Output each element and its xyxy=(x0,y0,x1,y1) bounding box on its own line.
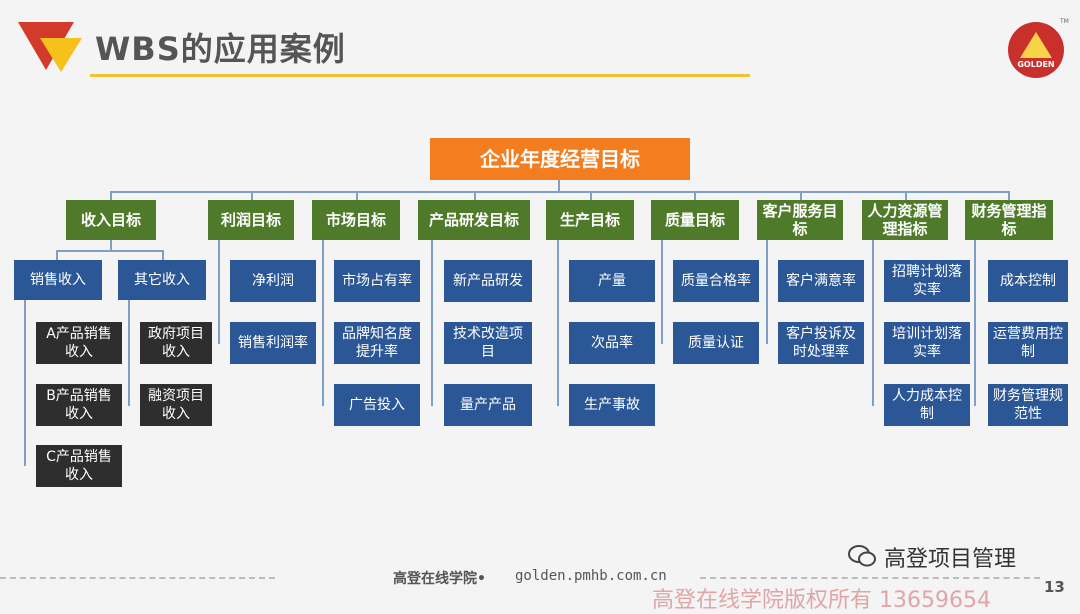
node-production-accidents: 生产事故 xyxy=(569,384,655,426)
page-number: 13 xyxy=(1044,578,1065,596)
trunk xyxy=(974,240,976,406)
cat-drop xyxy=(474,191,476,200)
node-satisfaction: 客户满意率 xyxy=(778,260,864,302)
cat-drop xyxy=(110,191,112,200)
sales-trunk xyxy=(24,300,26,466)
node-recruitment: 招聘计划落实率 xyxy=(884,260,970,302)
node-sales-revenue: 销售收入 xyxy=(14,260,102,300)
pyramid-icon xyxy=(1020,32,1052,58)
category-rd: 产品研发目标 xyxy=(418,200,530,240)
golden-logo: GOLDEN xyxy=(1008,22,1064,78)
root-node: 企业年度经营目标 xyxy=(430,138,690,180)
revenue-drop xyxy=(162,250,164,260)
node-training: 培训计划落实率 xyxy=(884,322,970,364)
trunk xyxy=(431,240,433,406)
node-other-revenue: 其它收入 xyxy=(118,260,206,300)
category-profit: 利润目标 xyxy=(208,200,294,240)
title-underline xyxy=(90,74,750,77)
footer-org-text: 高登在线学院 xyxy=(393,571,477,587)
category-market: 市场目标 xyxy=(312,200,400,240)
cat-drop xyxy=(251,191,253,200)
node-opex-control: 运营费用控制 xyxy=(988,322,1068,364)
node-market-share: 市场占有率 xyxy=(334,260,420,302)
footer-rule-right xyxy=(700,577,1040,579)
trunk xyxy=(766,240,768,344)
copyright-watermark: 高登在线学院版权所有 13659654 xyxy=(652,588,991,613)
trademark-mark: TM xyxy=(1060,18,1069,25)
trunk xyxy=(218,240,220,344)
node-net-profit: 净利润 xyxy=(230,260,316,302)
node-gov-projects: 政府项目收入 xyxy=(140,322,212,364)
cat-drop xyxy=(356,191,358,200)
node-profit-margin: 销售利润率 xyxy=(230,322,316,364)
node-tech-upgrade: 技术改造项目 xyxy=(444,322,532,364)
category-quality: 质量目标 xyxy=(651,200,739,240)
node-finance-standard: 财务管理规范性 xyxy=(988,384,1068,426)
node-product-c-sales: C产品销售收入 xyxy=(36,445,122,487)
category-production: 生产目标 xyxy=(546,200,634,240)
node-financing-projects: 融资项目收入 xyxy=(140,384,212,426)
footer-org: 高登在线学院• xyxy=(393,571,486,587)
root-connector xyxy=(558,180,560,192)
node-brand-awareness: 品牌知名度提升率 xyxy=(334,322,420,364)
footer-rule-left xyxy=(0,577,275,579)
category-hr: 人力资源管理指标 xyxy=(862,200,948,240)
trunk xyxy=(661,240,663,344)
wechat-icon xyxy=(848,544,876,568)
cat-drop xyxy=(800,191,802,200)
page-title: WBS的应用案例 xyxy=(95,30,346,68)
brand-logo-triangle xyxy=(18,22,82,72)
trunk xyxy=(322,240,324,406)
revenue-bus xyxy=(56,250,162,252)
node-cost-control: 成本控制 xyxy=(988,260,1068,302)
node-new-product-dev: 新产品研发 xyxy=(444,260,532,302)
cat-drop xyxy=(905,191,907,200)
trunk xyxy=(872,240,874,406)
category-finance: 财务管理指标 xyxy=(965,200,1053,240)
wechat-account-name: 高登项目管理 xyxy=(884,547,1017,572)
trunk xyxy=(557,240,559,406)
golden-logo-text: GOLDEN xyxy=(1017,60,1055,69)
cat-drop xyxy=(1008,191,1010,200)
node-complaint-handling: 客户投诉及时处理率 xyxy=(778,322,864,364)
node-product-a-sales: A产品销售收入 xyxy=(36,322,122,364)
category-customer: 客户服务目标 xyxy=(757,200,843,240)
revenue-drop xyxy=(110,240,112,250)
node-output: 产量 xyxy=(569,260,655,302)
cat-drop xyxy=(590,191,592,200)
node-defect-rate: 次品率 xyxy=(569,322,655,364)
cat-drop xyxy=(694,191,696,200)
category-bus xyxy=(110,191,1010,193)
footer-url[interactable]: golden.pmhb.com.cn xyxy=(515,568,667,584)
node-ad-spend: 广告投入 xyxy=(334,384,420,426)
node-product-b-sales: B产品销售收入 xyxy=(36,384,122,426)
category-revenue: 收入目标 xyxy=(66,200,156,240)
node-hr-cost: 人力成本控制 xyxy=(884,384,970,426)
node-mass-production: 量产产品 xyxy=(444,384,532,426)
node-pass-rate: 质量合格率 xyxy=(673,260,759,302)
revenue-drop xyxy=(56,250,58,260)
other-trunk xyxy=(128,300,130,406)
node-quality-cert: 质量认证 xyxy=(673,322,759,364)
